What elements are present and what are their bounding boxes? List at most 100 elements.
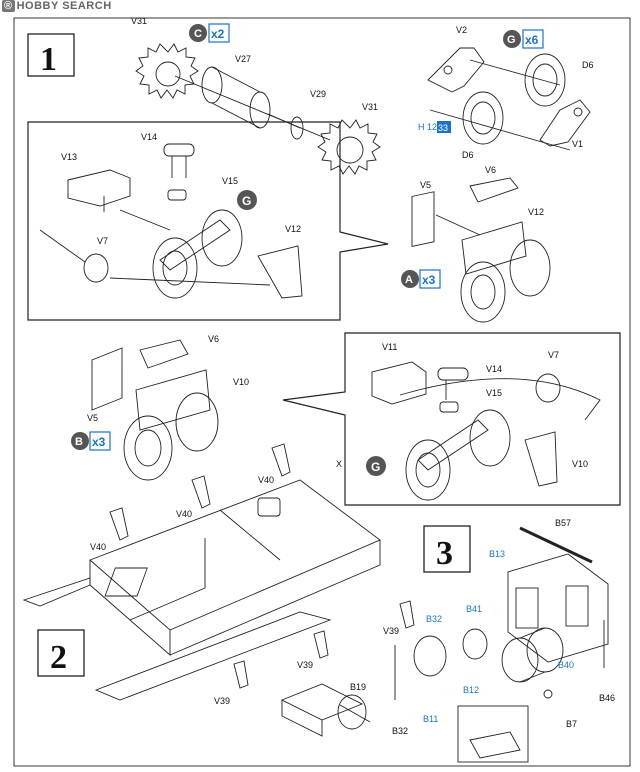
- label-b12: B12: [463, 685, 479, 695]
- sprocket-v31-right: [317, 119, 381, 175]
- road-wheel-d6-back: [524, 53, 566, 107]
- badge-g-top: G x6: [503, 29, 544, 49]
- label-v10: V10: [233, 377, 249, 387]
- part-labels: V31 V27 V29 V31 V2 D6 D6 V1 V14 V13 V15 …: [61, 16, 615, 736]
- label-v39: V39: [383, 626, 399, 636]
- assembly-a-cover-v6: [469, 177, 519, 203]
- svg-text:x3: x3: [92, 435, 106, 449]
- base-b19: [280, 683, 364, 737]
- badge-a: A x3: [401, 269, 441, 289]
- label-b46: B46: [599, 693, 615, 703]
- bracket-v40-3: [271, 443, 291, 477]
- label-v14: V14: [141, 132, 157, 142]
- svg-text:C: C: [194, 28, 202, 40]
- step-2-number: 2: [50, 639, 67, 676]
- label-b11: B11: [423, 714, 438, 724]
- svg-text:x6: x6: [525, 33, 539, 47]
- label-v5: V5: [87, 413, 98, 423]
- step-2-box: [37, 629, 85, 677]
- label-v10: V10: [572, 459, 588, 469]
- svg-text:x3: x3: [422, 273, 436, 287]
- drive-housing: [507, 553, 609, 663]
- shaft-b57: [519, 526, 593, 564]
- label-v5: V5: [420, 180, 431, 190]
- inset2-wheels: [405, 409, 511, 501]
- svg-text:G: G: [242, 194, 251, 208]
- label-v31: V31: [362, 102, 378, 112]
- svg-text:G: G: [371, 460, 380, 474]
- inset1-plate-v12: [257, 245, 303, 299]
- motor-b40: [501, 627, 564, 683]
- inset2-bracket-v11: [371, 361, 427, 405]
- inset1-wheels: [152, 209, 243, 299]
- label-b19: B19: [350, 682, 366, 692]
- bracket-v39-3: [399, 600, 415, 629]
- label-v15: V15: [222, 176, 238, 186]
- label-v11: V11: [382, 342, 397, 352]
- label-v6: V6: [208, 334, 219, 344]
- label-v27: V27: [235, 54, 251, 64]
- svg-text:H 12: H 12: [418, 122, 437, 132]
- badge-g-inset1: G: [237, 190, 257, 210]
- inset2-cap-v15: [439, 401, 459, 413]
- step-1-box: [27, 33, 75, 77]
- label-b32: B32: [392, 726, 408, 736]
- bracket-v40-2: [191, 475, 211, 509]
- label-v40: V40: [258, 475, 274, 485]
- svg-text:B: B: [75, 436, 83, 448]
- suspension-arm-v1: [539, 99, 591, 147]
- inset1-line-a: [39, 229, 86, 263]
- page-frame: [13, 17, 631, 767]
- hub-v27: [201, 66, 271, 129]
- label-b40: B40: [558, 660, 574, 670]
- gear-b41: [462, 628, 488, 660]
- step-1-number: 1: [40, 41, 57, 78]
- label-x: X: [336, 459, 342, 469]
- label-v12: V12: [528, 207, 544, 217]
- label-v7: V7: [548, 350, 559, 360]
- sprocket-v31-left: [135, 43, 199, 99]
- label-v15: V15: [486, 388, 502, 398]
- label-b32: B32: [426, 614, 442, 624]
- axle-line-1: [174, 75, 331, 141]
- label-v40: V40: [176, 509, 192, 519]
- motor-b32: [413, 635, 447, 677]
- label-v13: V13: [61, 152, 77, 162]
- label-v31: V31: [131, 16, 147, 26]
- inset1-bracket-v13: [67, 169, 131, 212]
- assembly-a-line: [435, 214, 481, 236]
- hobby-search-watermark: ®HOBBY SEARCH: [2, 0, 112, 12]
- bracket-v39-1: [233, 660, 249, 689]
- badge-g-inset2: G: [366, 456, 386, 476]
- assembly-b-cover-v6: [139, 339, 189, 369]
- inset2-plate-v10: [524, 431, 558, 487]
- inset-callout-2: [282, 332, 621, 506]
- label-d6: D6: [582, 60, 594, 70]
- label-v1: V1: [572, 139, 583, 149]
- label-v12: V12: [285, 224, 301, 234]
- watermark-text: HOBBY SEARCH: [16, 0, 112, 12]
- label-v6: V6: [485, 165, 496, 175]
- step-3-number: 3: [436, 535, 453, 572]
- assembly-line-g1: [469, 59, 561, 86]
- axle-v29: [267, 113, 304, 140]
- hull-body: [22, 479, 381, 701]
- h12-ref: H 12 33: [418, 121, 451, 133]
- svg-text:A: A: [405, 274, 413, 286]
- assembly-a-plate-v5: [411, 191, 435, 247]
- assembly-line-g2: [429, 109, 571, 151]
- label-b41: B41: [466, 604, 482, 614]
- label-b57: B57: [555, 518, 571, 528]
- label-b13: B13: [489, 549, 505, 559]
- svg-text:x2: x2: [211, 27, 225, 41]
- inset-callout-1: [27, 121, 389, 321]
- badge-c: C x2: [189, 23, 230, 43]
- inset1-line-b: [109, 277, 271, 286]
- inset1-cap-v15: [167, 189, 187, 201]
- inset2-line: [399, 378, 601, 421]
- hobby-search-logo-icon: ®: [2, 0, 15, 12]
- label-v39: V39: [297, 660, 313, 670]
- step3-detail-part: [469, 731, 521, 759]
- inset1-arm-v14: [163, 143, 195, 178]
